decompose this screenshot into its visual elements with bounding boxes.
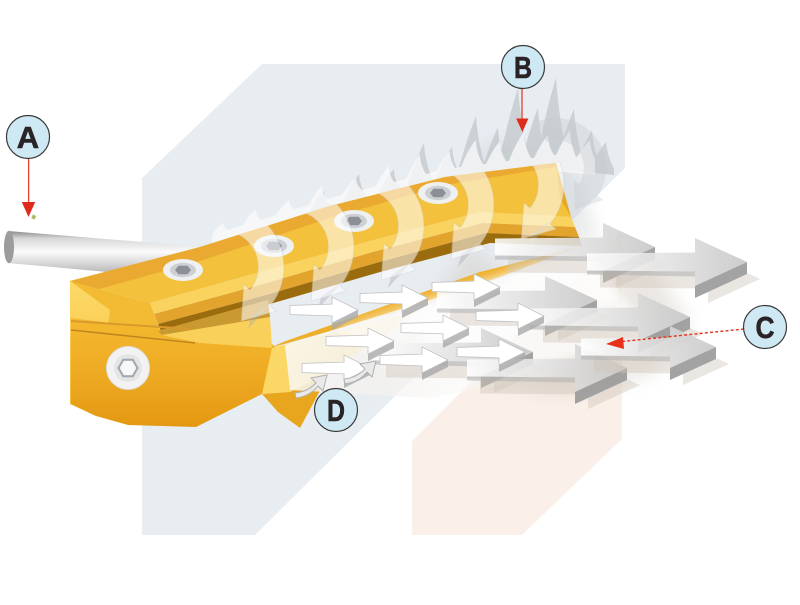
svg-text:C: C [756, 310, 775, 345]
svg-text:B: B [514, 50, 532, 85]
svg-text:D: D [327, 393, 345, 428]
svg-text:A: A [17, 120, 39, 155]
